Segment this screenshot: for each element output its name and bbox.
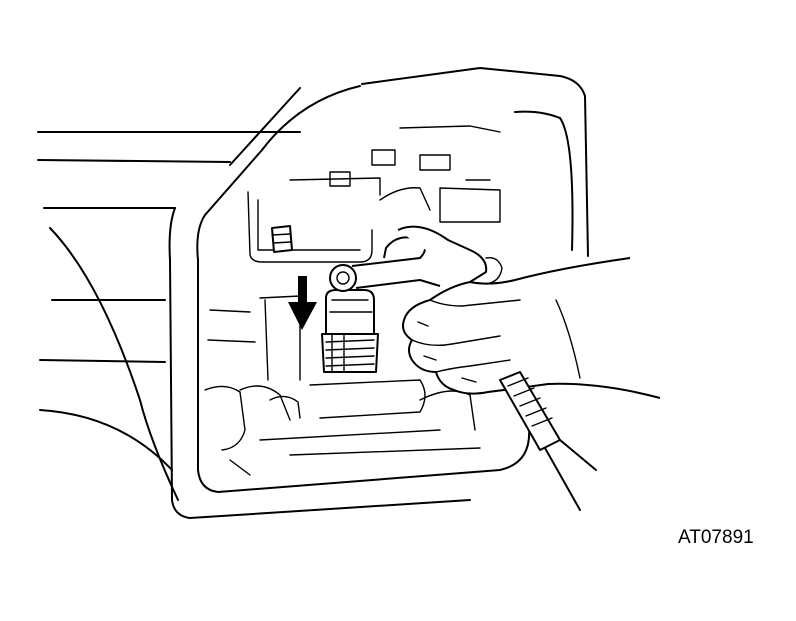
figure-id-label: AT07891: [678, 527, 754, 548]
accumulator-piston: [321, 289, 379, 373]
air-gun-nozzle: [329, 225, 488, 292]
transmission-case-body: [37, 67, 589, 519]
downward-arrow-icon: [288, 276, 317, 330]
hand: [402, 257, 661, 399]
air-hose: [499, 371, 597, 511]
